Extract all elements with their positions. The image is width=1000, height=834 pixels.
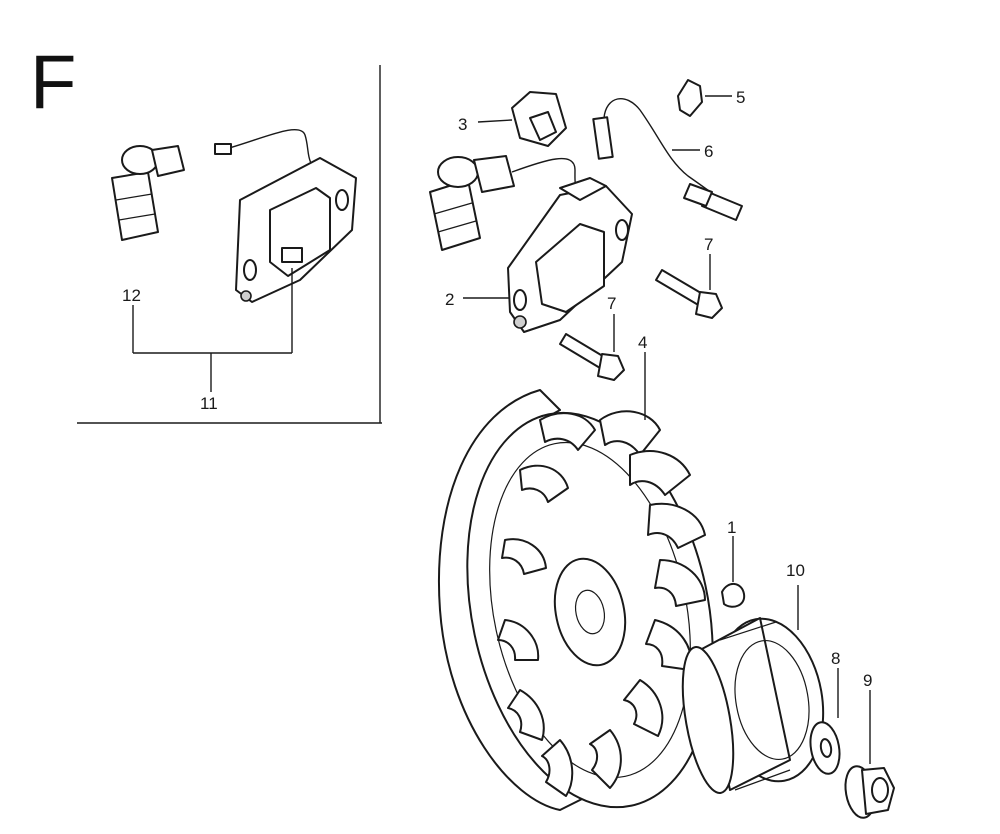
callout-10: 10	[786, 561, 805, 580]
stop-switch	[511, 91, 567, 147]
callout-12: 12	[122, 286, 141, 305]
callout-9: 9	[863, 671, 872, 690]
kit-bracket	[132, 268, 293, 392]
callout-3: 3	[458, 115, 467, 134]
washer	[809, 721, 841, 775]
stop-wire	[592, 97, 743, 221]
inset-plug-cap	[111, 145, 185, 241]
wire-clip	[677, 79, 703, 117]
callout-11: 11	[200, 394, 218, 413]
callout-6: 6	[704, 142, 713, 161]
callout-5: 5	[736, 88, 745, 107]
inset-ignition-coil	[214, 129, 357, 303]
callout-8: 8	[831, 649, 840, 668]
callout-1: 1	[727, 518, 736, 537]
inset-frame	[77, 65, 382, 424]
starter-pulley	[681, 617, 825, 794]
callout-7b: 7	[607, 294, 616, 313]
flange-nut	[844, 765, 895, 819]
flywheel	[438, 389, 714, 811]
callout-7a: 7	[704, 235, 713, 254]
ignition-coil	[507, 177, 633, 333]
woodruff-key	[721, 583, 746, 608]
section-letter: F	[30, 40, 76, 125]
main-plug-cap	[429, 155, 581, 251]
callout-4: 4	[638, 333, 647, 352]
callout-2: 2	[445, 290, 454, 309]
bolt-upper	[655, 269, 723, 319]
bolt-lower	[559, 333, 625, 381]
